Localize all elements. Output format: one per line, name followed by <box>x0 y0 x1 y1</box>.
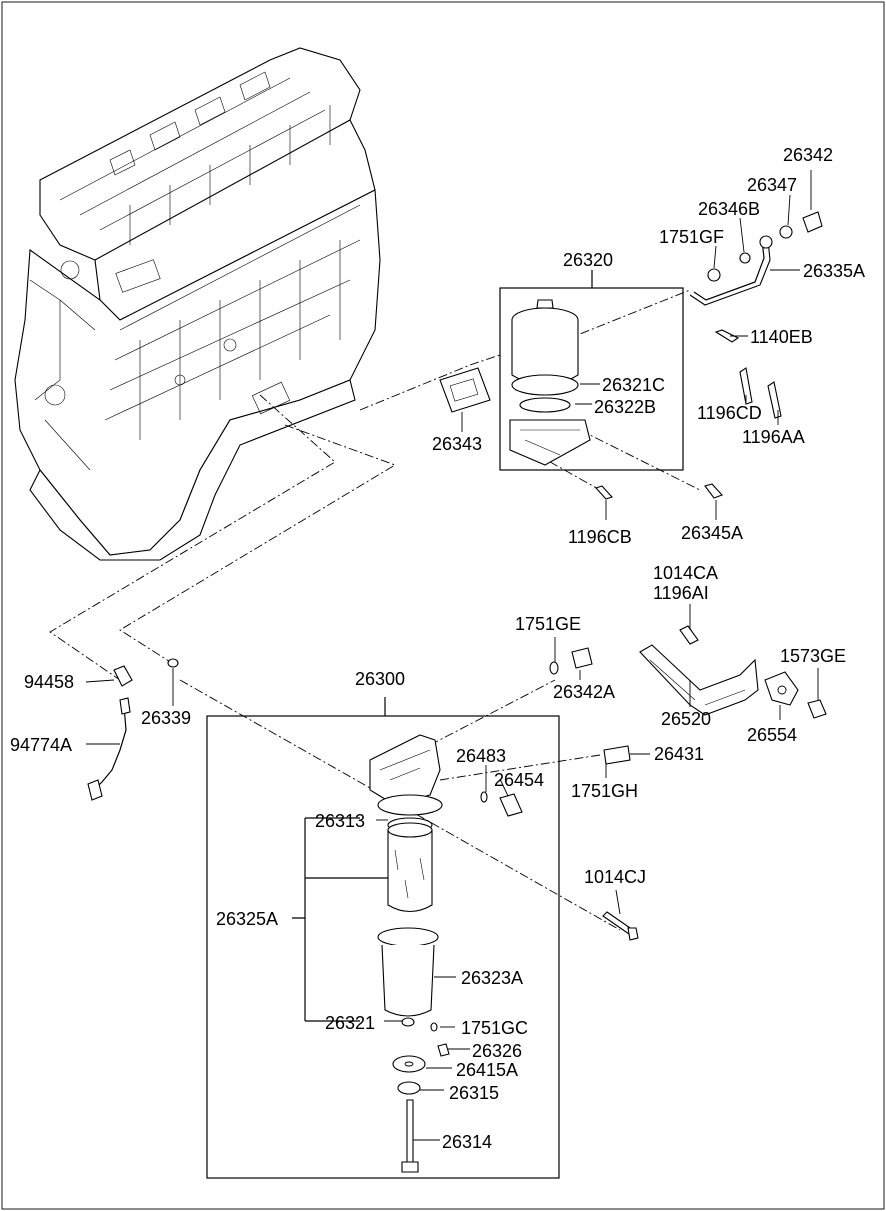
label-1014CA: 1014CA <box>653 563 718 583</box>
label-26554: 26554 <box>747 725 797 745</box>
assembly-26300 <box>206 697 639 1179</box>
label-1751GE: 1751GE <box>515 614 581 634</box>
label-26315: 26315 <box>449 1083 499 1103</box>
label-1196AI: 1196AI <box>653 583 709 603</box>
label-1140EB: 1140EB <box>750 327 813 347</box>
label-leaders <box>85 170 819 1141</box>
label-26335A: 26335A <box>803 261 865 281</box>
label-26314: 26314 <box>442 1132 492 1152</box>
label-26343: 26343 <box>432 434 482 454</box>
label-1573GE: 1573GE <box>780 646 846 666</box>
label-26346B: 26346B <box>698 199 760 219</box>
label-26520: 26520 <box>661 709 711 729</box>
label-1196AA: 1196AA <box>742 427 805 447</box>
label-26325A: 26325A <box>216 909 278 929</box>
label-1014CJ: 1014CJ <box>584 867 646 887</box>
sensor-wire <box>87 658 179 801</box>
label-26431: 26431 <box>654 744 704 764</box>
label-26322B: 26322B <box>594 397 656 417</box>
label-26342A: 26342A <box>553 682 615 702</box>
label-26339: 26339 <box>141 708 191 728</box>
label-26347: 26347 <box>747 175 797 195</box>
part-labels: 26342 26347 26346B 1751GF 26320 26335A 1… <box>10 145 865 1152</box>
label-1196CD: 1196CD <box>697 403 762 423</box>
label-26342: 26342 <box>783 145 833 165</box>
label-26320: 26320 <box>563 250 613 270</box>
assembly-26320 <box>439 270 684 471</box>
hose-26520 <box>549 625 827 719</box>
label-26321C: 26321C <box>602 375 665 395</box>
label-26323A: 26323A <box>461 968 523 988</box>
label-1751GC: 1751GC <box>461 1018 528 1038</box>
label-26454: 26454 <box>494 770 544 790</box>
label-1751GH: 1751GH <box>571 781 638 801</box>
label-26300: 26300 <box>355 669 405 689</box>
engine-block <box>14 47 381 561</box>
label-26326: 26326 <box>472 1041 522 1061</box>
label-26321: 26321 <box>325 1013 375 1033</box>
label-1196CB: 1196CB <box>568 527 632 547</box>
label-1751GF: 1751GF <box>659 227 724 247</box>
label-26345A: 26345A <box>681 523 743 543</box>
label-26483: 26483 <box>456 746 506 766</box>
label-26313: 26313 <box>315 811 365 831</box>
label-26415A: 26415A <box>456 1060 518 1080</box>
pipe-26335A <box>595 211 823 500</box>
engine-leader-lines <box>49 289 701 931</box>
label-94458: 94458 <box>24 672 74 692</box>
label-94774A: 94774A <box>10 735 72 755</box>
